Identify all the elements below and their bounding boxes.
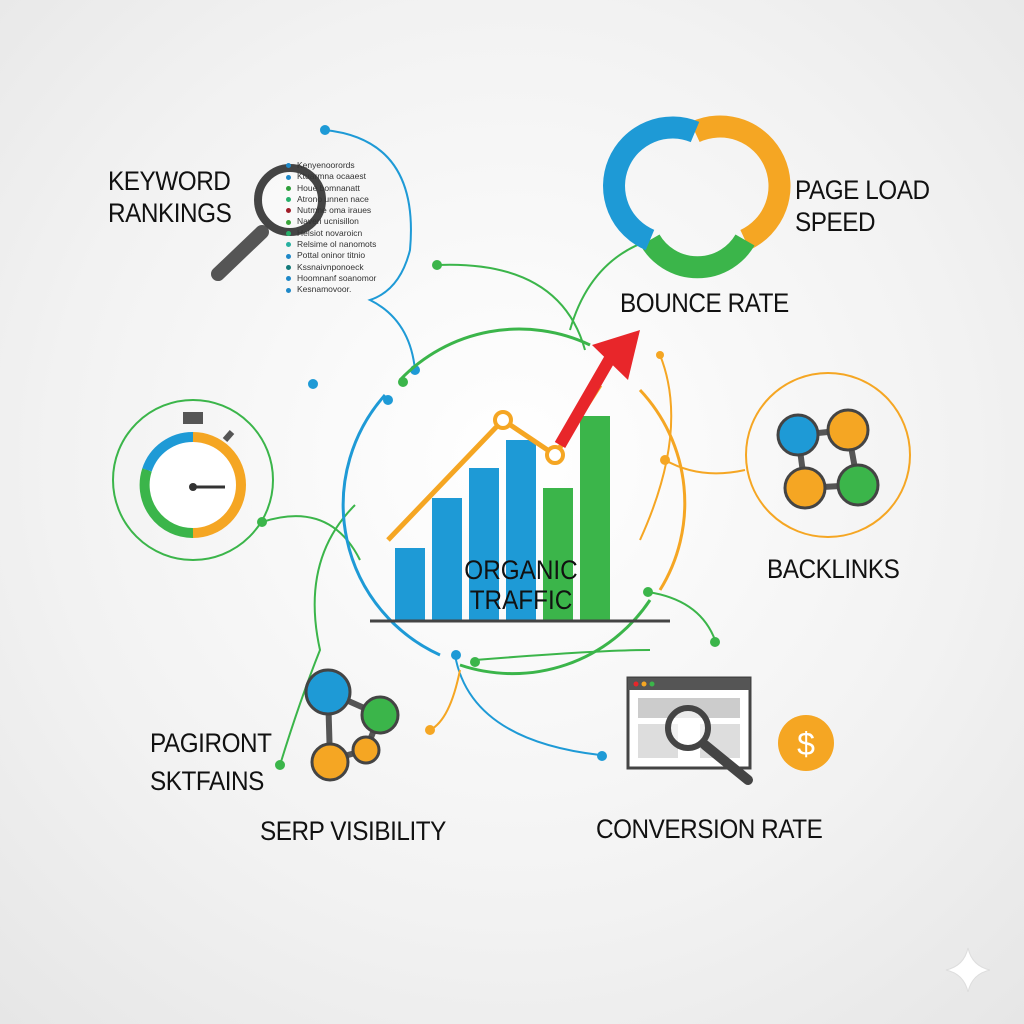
keyword-list-item: Ktuarmna ocaaest — [286, 171, 376, 182]
keyword-text: Hoomnanf soanomor — [297, 272, 377, 283]
keyword-text: Houe bomnanatt — [297, 182, 360, 193]
backlinks-network-icon — [745, 372, 911, 538]
keyword-text: Kenyenoorords — [297, 160, 355, 170]
keyword-list-item: Naveri ucnisillon — [286, 216, 376, 227]
keyword-list-item: Hoomnanf soanomor — [286, 273, 376, 284]
serp-network-icon — [304, 668, 400, 782]
keyword-text: Naveri ucnisillon — [297, 216, 359, 227]
stopwatch-icon — [112, 399, 274, 561]
keyword-text: Kesnamovoor. — [297, 284, 352, 295]
connector — [436, 263, 586, 351]
keyword-list-item: Kesnamovoor. — [286, 284, 376, 295]
keyword-list-item: Relsime ol nanomots — [286, 239, 376, 250]
label-bounce-rate: BOUNCE RATE — [620, 288, 789, 318]
keyword-text: Pottal oninor titnio — [297, 250, 366, 261]
connector — [639, 354, 673, 541]
center-ring — [341, 327, 687, 676]
connector — [664, 459, 746, 475]
keyword-list-item: Kenyenoorords — [286, 160, 376, 171]
bullet-icon — [286, 242, 291, 248]
bullet-icon — [286, 231, 291, 237]
donut-chart-icon — [603, 115, 791, 279]
dollar-coin-icon: $ — [778, 715, 834, 771]
label-conversion-rate: CONVERSION RATE — [596, 814, 823, 844]
bullet-icon — [286, 185, 291, 191]
traffic-bar-chart-icon — [370, 330, 670, 623]
connector — [647, 591, 716, 641]
keyword-list-item: Houe bomnanatt — [286, 183, 376, 194]
label-serp-visibility: SERP VISIBILITY — [260, 816, 446, 846]
connector — [279, 504, 356, 766]
keyword-list-item: Atrono unnen nace — [286, 194, 376, 205]
bullet-icon — [286, 208, 291, 214]
bullet-icon — [286, 253, 291, 259]
bullet-icon — [286, 197, 291, 203]
keyword-text: Atrono unnen nace — [297, 193, 369, 204]
keyword-text: Relsime ol nanomots — [297, 239, 377, 250]
keyword-list-item: Helsiot novaroicn — [286, 228, 376, 239]
keyword-list-item: Pottal oninor titnio — [286, 250, 376, 261]
bar — [506, 440, 536, 620]
label-backlinks: BACKLINKS — [767, 554, 900, 584]
bar — [580, 416, 610, 620]
bullet-icon — [286, 219, 291, 225]
keyword-text: Ktuarmna ocaaest — [297, 171, 366, 182]
connector — [324, 129, 416, 371]
connector — [429, 669, 461, 731]
bullet-icon — [286, 264, 291, 270]
keyword-list-item: Nutmne oma iraues — [286, 205, 376, 216]
sparkle-icon — [945, 947, 991, 993]
keyword-text: Helsiot novaroicn — [297, 227, 363, 238]
trend-arrow-icon — [554, 351, 618, 449]
bar — [543, 488, 573, 620]
bar — [432, 498, 462, 620]
keyword-list-item: Kssnaivnponoeck — [286, 262, 376, 273]
connector — [454, 654, 601, 756]
connector — [261, 515, 361, 561]
svg-text:$: $ — [797, 726, 815, 762]
bullet-icon — [286, 287, 291, 293]
bullet-icon — [286, 174, 291, 180]
bullet-icon — [286, 163, 291, 169]
bar — [469, 468, 499, 620]
browser-window-icon — [626, 676, 753, 785]
connector — [474, 649, 651, 661]
bar — [395, 548, 425, 620]
keyword-text: Kssnaivnponoeck — [297, 261, 364, 272]
bullet-icon — [286, 276, 291, 282]
keyword-text: Nutmne oma iraues — [297, 205, 372, 216]
